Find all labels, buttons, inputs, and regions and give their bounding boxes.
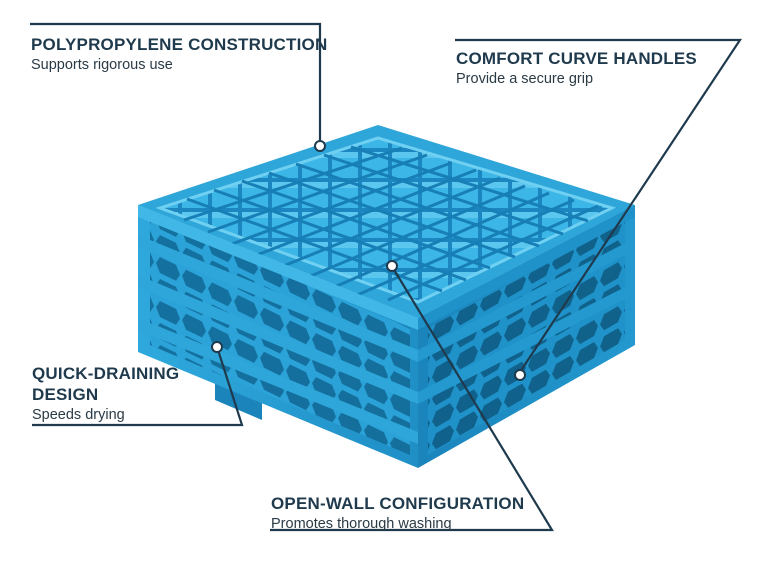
leader-draining xyxy=(32,349,244,427)
callout-comfort: COMFORT CURVE HANDLES Provide a secure g… xyxy=(456,48,697,89)
callout-title: OPEN-WALL CONFIGURATION xyxy=(271,494,525,513)
leader-dot-draining xyxy=(211,341,223,353)
callout-subtitle: Speeds drying xyxy=(32,407,125,423)
callout-polypropylene: POLYPROPYLENE CONSTRUCTION Supports rigo… xyxy=(31,34,327,75)
callout-subtitle: Promotes thorough washing xyxy=(271,516,452,532)
rack-foot-left xyxy=(215,380,262,420)
leader-dot-polypropylene xyxy=(314,140,326,152)
callout-title: COMFORT CURVE HANDLES xyxy=(456,49,697,68)
leader-dot-openwall xyxy=(386,260,398,272)
callout-title-line1: QUICK-DRAINING xyxy=(32,364,180,383)
leader-comfort xyxy=(455,38,743,373)
callout-draining: QUICK-DRAINING DESIGN Speeds drying xyxy=(32,363,179,425)
rack-dividers xyxy=(183,145,599,302)
leader-dot-comfort xyxy=(514,369,526,381)
leader-openwall xyxy=(270,267,554,532)
callout-title: POLYPROPYLENE CONSTRUCTION xyxy=(31,35,328,54)
callout-title-line2: DESIGN xyxy=(32,385,99,404)
callout-subtitle: Provide a secure grip xyxy=(456,71,594,87)
leader-polypropylene xyxy=(30,22,322,142)
callout-openwall: OPEN-WALL CONFIGURATION Promotes thoroug… xyxy=(271,493,524,534)
callout-subtitle: Supports rigorous use xyxy=(31,57,173,73)
